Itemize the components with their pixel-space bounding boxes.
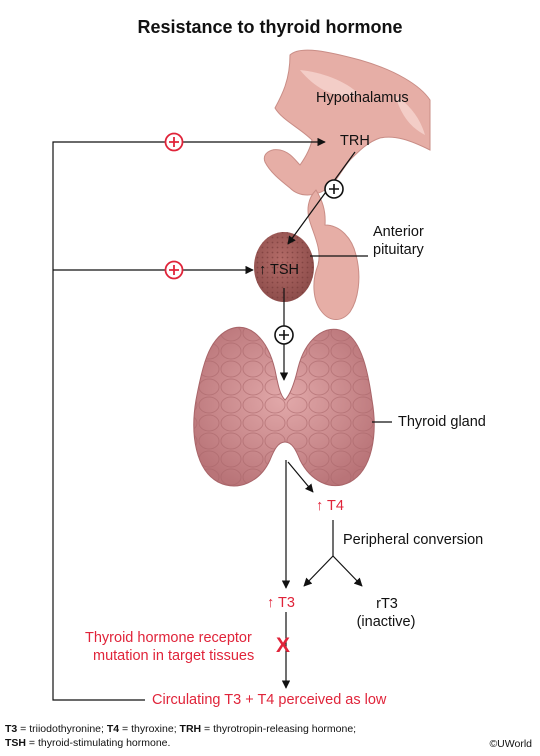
- legend-text: = thyrotropin-releasing hormone;: [201, 723, 357, 735]
- feedback-label: Circulating T3 + T4 perceived as low: [152, 692, 387, 708]
- legend-text: = triiodothyronine;: [17, 723, 107, 735]
- tsh-label: ↑ TSH: [259, 262, 300, 278]
- trh-label: TRH: [340, 133, 370, 149]
- trh-plus-icon: [324, 179, 344, 199]
- thyroid-to-t4-arrow: [287, 461, 314, 493]
- abbreviation-legend: T3 = triiodothyronine; T4 = thyroxine; T…: [5, 722, 356, 750]
- tsh-plus-icon: [274, 325, 294, 345]
- rt3-label-line2: (inactive): [356, 614, 416, 630]
- legend-abbr: T3: [5, 723, 18, 735]
- t3-label: ↑ T3: [267, 595, 295, 611]
- t4-label: ↑ T4: [316, 498, 344, 514]
- copyright-label: ©UWorld: [489, 738, 532, 750]
- thyroid-illustration: [193, 326, 375, 487]
- feedback-loop: [52, 137, 326, 701]
- thyroid-gland-label: Thyroid gland: [398, 414, 486, 430]
- pituitary-stalk: [307, 189, 360, 320]
- receptor-mutation-label-line1: Thyroid hormone receptor: [85, 630, 252, 646]
- rt3-label-line1: rT3: [376, 596, 398, 612]
- block-mark-icon: X: [276, 634, 291, 657]
- legend-abbr: TRH: [179, 723, 202, 735]
- anterior-pituitary-label-line2: pituitary: [373, 242, 424, 258]
- peripheral-conversion-arrows: [303, 520, 363, 587]
- trh-to-pituitary-arrow: [287, 151, 356, 245]
- hypothalamus-illustration: [263, 49, 431, 196]
- feedback-plus-icon-trh: [164, 132, 184, 152]
- legend-abbr: TSH: [5, 737, 26, 749]
- legend-text: = thyroxine;: [119, 723, 180, 735]
- anterior-pituitary-label-line1: Anterior: [373, 224, 424, 240]
- legend-line-1: T3 = triiodothyronine; T4 = thyroxine; T…: [5, 722, 356, 736]
- receptor-mutation-label-line2: mutation in target tissues: [93, 648, 255, 664]
- hypothalamus-label: Hypothalamus: [316, 90, 409, 106]
- peripheral-conversion-label: Peripheral conversion: [343, 532, 484, 548]
- anterior-pituitary-illustration: [254, 232, 314, 302]
- legend-line-2: TSH = thyroid-stimulating hormone.: [5, 736, 356, 750]
- legend-abbr: T4: [106, 723, 120, 735]
- legend-text: = thyroid-stimulating hormone.: [26, 737, 171, 749]
- feedback-plus-icon-tsh: [164, 260, 184, 280]
- page-title: Resistance to thyroid hormone: [137, 17, 403, 37]
